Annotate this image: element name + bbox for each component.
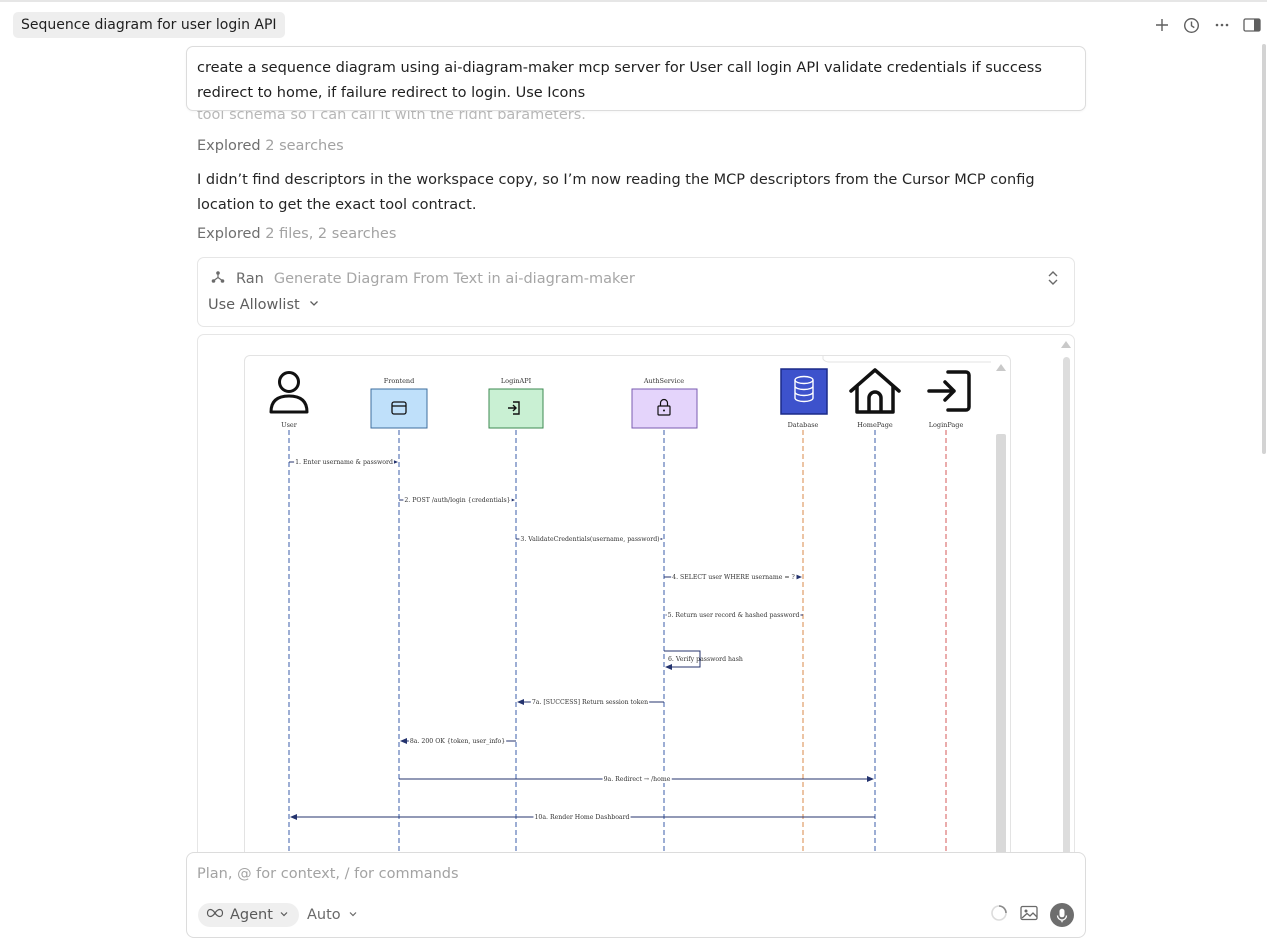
user-prompt-message[interactable]: create a sequence diagram using ai-diagr… (186, 46, 1086, 111)
message-label: 3. ValidateCredentials(username, passwor… (520, 536, 659, 543)
message-label-bg (408, 736, 507, 745)
use-allowlist-dropdown[interactable]: Use Allowlist (208, 297, 320, 313)
expand-collapse-icon[interactable] (1046, 269, 1062, 287)
participant-label-frontend: Frontend (384, 377, 415, 385)
message-label: 9a. Redirect → /home (604, 776, 671, 783)
explored-summary-1[interactable]: Explored 2 searches (197, 138, 344, 154)
participant-label-authservice: AuthService (643, 377, 684, 385)
message-label: 2. POST /auth/login {credentials} (404, 497, 510, 504)
message-label: 10a. Render Home Dashboard (534, 814, 629, 821)
tool-run-header[interactable]: Ran Generate Diagram From Text in ai-dia… (210, 269, 635, 289)
sidebar-toggle-icon[interactable] (1242, 16, 1261, 35)
message-label-bg (533, 812, 631, 821)
participant-label-user: User (281, 421, 298, 429)
lock-icon (631, 388, 698, 429)
diagram-inner-scrollbar[interactable] (996, 364, 1008, 863)
composer-input[interactable]: Plan, @ for context, / for commands (197, 866, 459, 882)
user-prompt-text: create a sequence diagram using ai-diagr… (197, 60, 1042, 101)
message-label-bg (519, 534, 661, 543)
chevron-down-icon (348, 907, 358, 923)
composer-tools (990, 903, 1074, 927)
message-label: 1. Enter username & password (295, 459, 393, 466)
message-label-bg (666, 610, 801, 619)
frame-header-edge (822, 356, 991, 363)
chevron-down-icon (279, 907, 289, 923)
message-label-bg (294, 457, 394, 466)
use-allowlist-label: Use Allowlist (208, 297, 300, 313)
explored-summary-2[interactable]: Explored 2 files, 2 searches (197, 226, 397, 242)
image-attach-icon[interactable] (1020, 905, 1038, 925)
model-label: Auto (307, 907, 341, 923)
message-label: 8a. 200 OK {token, user_info} (410, 738, 505, 745)
page-scrollbar[interactable] (1262, 44, 1266, 454)
browser-window-icon (370, 388, 428, 429)
chevron-down-icon (308, 297, 320, 313)
tool-run-description: Generate Diagram From Text in ai-diagram… (273, 271, 635, 287)
database-icon (780, 368, 828, 415)
more-icon[interactable] (1212, 16, 1231, 35)
message-label: 5. Return user record & hashed password (668, 612, 800, 619)
login-icon (927, 370, 971, 412)
microphone-icon[interactable] (1050, 903, 1074, 927)
message-label: 4. SELECT user WHERE username = ? (672, 574, 795, 581)
diagram-card-scrollbar[interactable] (1061, 341, 1071, 861)
participant-label-loginpage: LoginPage (929, 421, 964, 429)
agent-mode-selector[interactable]: Agent (198, 903, 299, 927)
plus-icon[interactable] (1152, 16, 1171, 35)
assistant-paragraph: I didn’t find descriptors in the workspa… (197, 172, 1035, 213)
message-label: 7a. [SUCCESS] Return session token (532, 699, 648, 706)
message-label: 6. Verify password hash (668, 656, 743, 663)
message-label-bg (403, 495, 512, 504)
participant-label-homepage: HomePage (857, 421, 893, 429)
message-label-bg (530, 697, 650, 706)
user-icon (269, 371, 309, 414)
loading-spinner-icon (990, 904, 1008, 926)
conversation-title[interactable]: Sequence diagram for user login API (13, 12, 285, 38)
message-label-bg (602, 774, 672, 783)
infinity-icon (206, 907, 224, 923)
history-icon[interactable] (1182, 16, 1201, 35)
participant-label-loginapi: LoginAPI (501, 377, 532, 385)
tool-run-card: Ran Generate Diagram From Text in ai-dia… (197, 257, 1075, 327)
mcp-tool-icon (210, 269, 226, 289)
top-divider (0, 0, 1267, 2)
home-icon (849, 368, 901, 414)
participant-label-database: Database (788, 421, 819, 429)
agent-mode-label: Agent (230, 907, 273, 923)
model-selector[interactable]: Auto (307, 903, 358, 927)
message-arrow (664, 650, 701, 670)
tool-run-status: Ran (236, 271, 264, 287)
message-label-bg (671, 572, 797, 581)
header-toolbar (1152, 12, 1261, 38)
login-arrow-icon (488, 388, 544, 429)
chat-composer: Plan, @ for context, / for commands Agen… (186, 852, 1086, 938)
